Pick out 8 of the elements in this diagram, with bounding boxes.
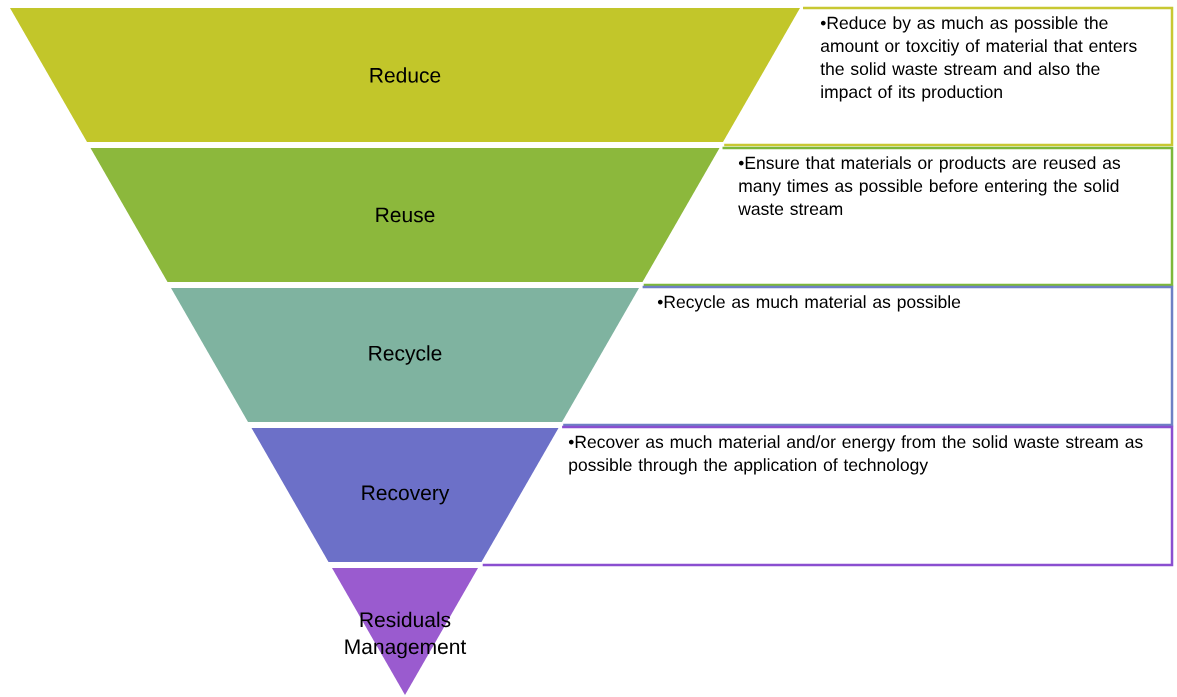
description-box: •Recycle as much material as possible [563, 285, 1174, 427]
pyramid-band: Recycle [171, 288, 639, 422]
pyramid-band: Reuse [90, 148, 720, 282]
pyramid-band: Recovery [251, 428, 559, 562]
description-box: •Recover as much material and/or energy from the solid waste stream as possible through the application of technology [482, 425, 1174, 567]
description-box: •Reduce by as much as possible the amount or toxcitiy of material that enters the solid waste stream and also the impact of its production [724, 6, 1174, 147]
pyramid-band: Reduce [10, 8, 800, 142]
description-box: •Ensure that materials or products are reused as many times as possible before entering the solid waste stream [643, 146, 1174, 287]
